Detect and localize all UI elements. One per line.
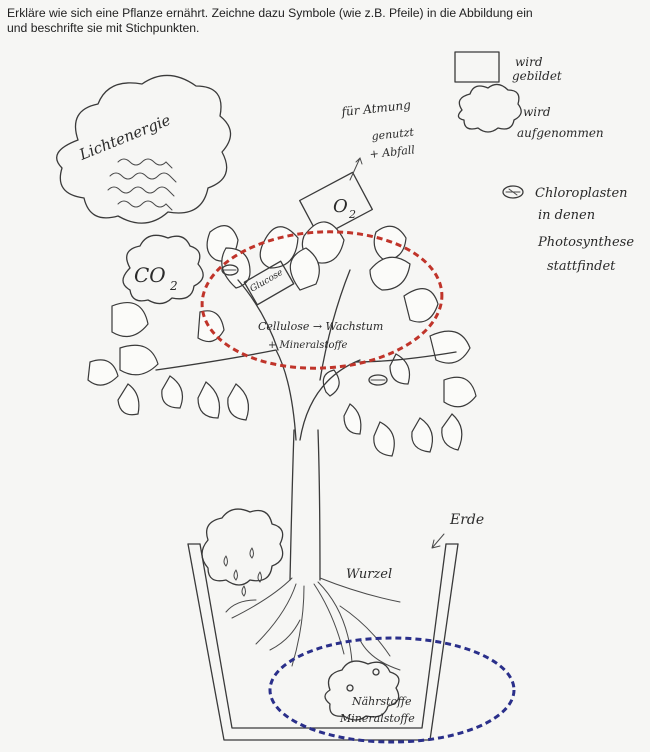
o2-box: O 2 für Atmung genutzt + Abfall [300, 98, 416, 238]
legend-chloro-label-4: stattfindet [547, 259, 616, 274]
legend-chloro-label-3: Photosynthese [537, 235, 634, 250]
o2-label: O [333, 196, 348, 217]
cellulose-label-1: Cellulose → Wachstum [258, 320, 383, 333]
glucose-label: Glucose [249, 268, 285, 295]
flower-pot [188, 544, 458, 740]
atmung-label-1: für Atmung [340, 98, 412, 119]
light-energy-cloud: Lichtenergie [57, 75, 231, 223]
light-energy-label: Lichtenergie [76, 111, 173, 164]
roots [226, 578, 400, 670]
nutrients-label-1: Nährstoffe [351, 695, 412, 708]
legend-chloro-label-2: in denen [538, 208, 595, 223]
atmung-label-3: + Abfall [369, 143, 416, 161]
cellulose-label-2: + Mineralstoffe [268, 340, 348, 351]
co2-cloud: CO 2 [123, 235, 203, 303]
co2-label: CO [134, 263, 166, 287]
legend-box-label-2: gebildet [512, 69, 562, 83]
legend-cloud-label-1: wird [523, 105, 551, 119]
soil-arrow [432, 534, 444, 548]
co2-subscript: 2 [169, 279, 178, 293]
water-cloud [202, 509, 283, 596]
legend-cloud-symbol [458, 84, 521, 132]
soil-label: Erde [449, 512, 484, 528]
root-label: Wurzel [346, 567, 392, 582]
legend: wird gebildet wird aufgenommen Chloropla… [455, 52, 634, 274]
nutrients-label-2: Mineralstoffe [339, 712, 415, 725]
legend-box-label-1: wird [515, 55, 543, 69]
nutrients-highlight-ellipse [270, 638, 514, 742]
tree-trunk [290, 430, 320, 580]
legend-cloud-label-2: aufgenommen [517, 126, 604, 140]
atmung-label-2: genutzt [371, 126, 415, 143]
o2-subscript: 2 [348, 208, 356, 221]
legend-box-symbol [455, 52, 499, 82]
legend-chloro-label-1: Chloroplasten [535, 186, 628, 201]
